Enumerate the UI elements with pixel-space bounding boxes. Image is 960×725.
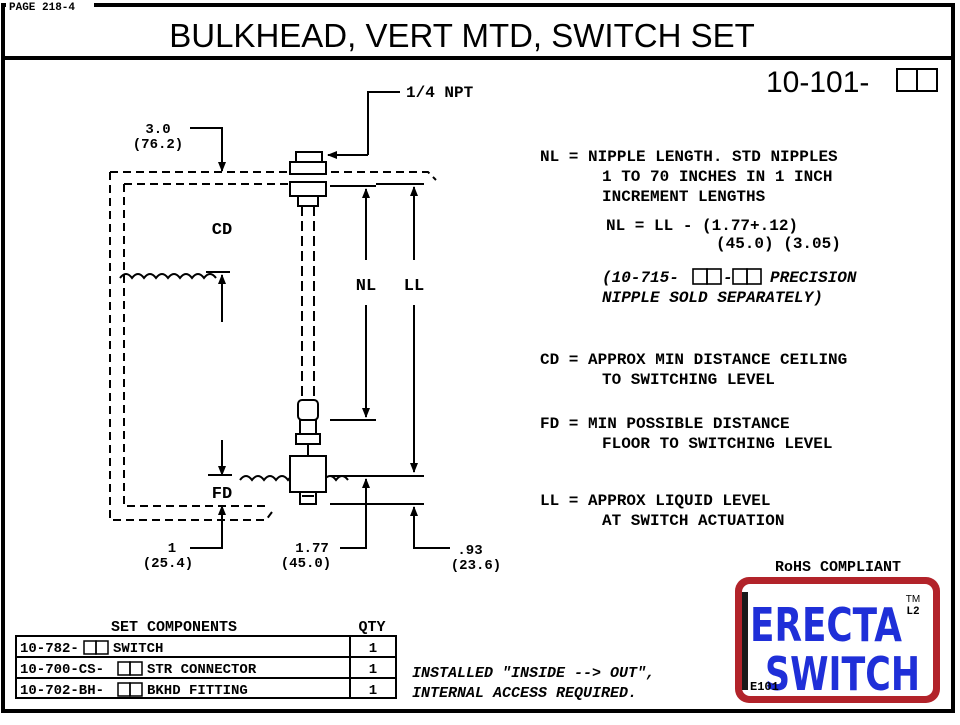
precision-box-1 [692, 268, 708, 285]
sheet-border [1, 3, 955, 713]
component-row-3-qty: 1 [369, 683, 377, 699]
logo-left-bar [742, 592, 748, 690]
switch-body [289, 455, 327, 493]
break-line-upper [119, 273, 217, 280]
note-nl-line1: NL = NIPPLE LENGTH. STD NIPPLES [540, 148, 838, 166]
tank-inner-bottom [123, 184, 266, 507]
component-row-2-name: STR CONNECTOR [147, 662, 257, 678]
note-cd-line1: CD = APPROX MIN DISTANCE CEILING [540, 351, 847, 369]
note-fd-line2: FLOOR TO SWITCHING LEVEL [602, 435, 832, 453]
precision-box-3 [732, 268, 748, 285]
page-label-bg [6, 0, 94, 12]
note-precision-dash: - [723, 269, 733, 287]
tank-ceiling [110, 171, 437, 181]
nl-label: NL [356, 277, 376, 296]
note-precision-line2: NIPPLE SOLD SEPARATELY) [602, 289, 823, 307]
note-precision-suffix: PRECISION [770, 269, 857, 287]
component-row-1-qty: 1 [369, 641, 377, 657]
npt-leader [367, 91, 400, 155]
ll-label: LL [404, 277, 424, 296]
component-row-3-box-2 [129, 682, 143, 697]
switch-float [299, 491, 317, 505]
component-row-1-box-1 [83, 640, 97, 655]
component-row-3-name: BKHD FITTING [147, 683, 248, 699]
npt-label: 1/4 NPT [406, 84, 474, 102]
component-row-3-prefix: 10-702-BH- [20, 683, 104, 699]
components-title: SET COMPONENTS [111, 619, 237, 636]
dim-bottom-left-metric: (25.4) [143, 556, 193, 572]
component-row-3-box-1 [117, 682, 131, 697]
connector-mid [299, 419, 317, 435]
component-row-2-prefix: 10-700-CS- [20, 662, 104, 678]
logo-inner-panel [742, 584, 933, 696]
install-note-line2: INTERNAL ACCESS REQUIRED. [412, 685, 637, 702]
dim-top-leader [190, 127, 223, 160]
install-note-line1: INSTALLED "INSIDE --> OUT", [412, 665, 655, 682]
component-row-2-box-1 [117, 661, 131, 676]
component-row-2-qty: 1 [369, 662, 377, 678]
dim-bottom-mid-leader [340, 492, 367, 549]
part-box-1 [896, 68, 918, 92]
logo-tm: TM [906, 594, 920, 605]
fitting-hex-upper [289, 161, 327, 175]
precision-box-4 [746, 268, 762, 285]
note-precision-prefix: (10-715- [602, 269, 679, 287]
logo-switch-text: SWITCH [765, 647, 920, 701]
cd-label: CD [212, 221, 232, 240]
component-row-1-name: SWITCH [113, 641, 163, 657]
notes: NL = NIPPLE LENGTH. STD NIPPLES 1 TO 70 … [540, 148, 857, 530]
erecta-switch-logo: ERECTA SWITCH TM L2 E101 [735, 577, 940, 703]
page-title: BULKHEAD, VERT MTD, SWITCH SET [169, 17, 755, 54]
component-row-2-box-2 [129, 661, 143, 676]
dim-top-metric: (76.2) [133, 137, 183, 153]
dim-top-value: 3.0 [145, 122, 170, 138]
switch-diagram [109, 91, 450, 549]
components-qty-header: QTY [358, 619, 385, 636]
note-cd-line2: TO SWITCHING LEVEL [602, 371, 775, 389]
note-formula-line2: (45.0) (3.05) [716, 235, 841, 253]
dim-bottom-right-metric: (23.6) [451, 558, 501, 574]
logo-erecta-text: ERECTA [750, 598, 902, 652]
components-grid [15, 635, 397, 699]
connector-lower [295, 433, 321, 445]
fd-label: FD [212, 485, 232, 504]
dim-bottom-mid-value: 1.77 [295, 541, 329, 557]
dim-bottom-right-leader [413, 525, 450, 549]
logo-l2: L2 [906, 606, 919, 618]
fitting-collar [297, 195, 319, 207]
part-number: 10-101- [766, 66, 869, 99]
note-nl-line2: 1 TO 70 INCHES IN 1 INCH [602, 168, 832, 186]
part-box-2 [916, 68, 938, 92]
component-row-1-prefix: 10-782- [20, 641, 79, 657]
note-ll-line2: AT SWITCH ACTUATION [602, 512, 784, 530]
page-label: PAGE 218-4 [9, 2, 75, 14]
logo-code: E101 [750, 680, 779, 694]
note-nl-line3: INCREMENT LENGTHS [602, 188, 766, 206]
note-formula-line1: NL = LL - (1.77+.12) [606, 217, 798, 235]
dim-bottom-mid-metric: (45.0) [281, 556, 331, 572]
component-row-1-box-2 [95, 640, 109, 655]
precision-box-2 [706, 268, 722, 285]
dim-bottom-right-value: .93 [457, 543, 482, 559]
fitting-hex-lower [289, 181, 327, 197]
dim-bottom-left-leader [190, 520, 223, 549]
note-ll-line1: LL = APPROX LIQUID LEVEL [540, 492, 770, 510]
dim-bottom-left-value: 1 [168, 541, 176, 557]
connector-upper [297, 399, 319, 421]
rohs-label: RoHS COMPLIANT [775, 559, 901, 576]
tank-left-wall [109, 172, 273, 521]
components-table: SET COMPONENTS QTY 10-782- SWITCH 1 10-7… [15, 619, 397, 699]
note-fd-line1: FD = MIN POSSIBLE DISTANCE [540, 415, 790, 433]
fitting-nut-top [295, 151, 323, 163]
